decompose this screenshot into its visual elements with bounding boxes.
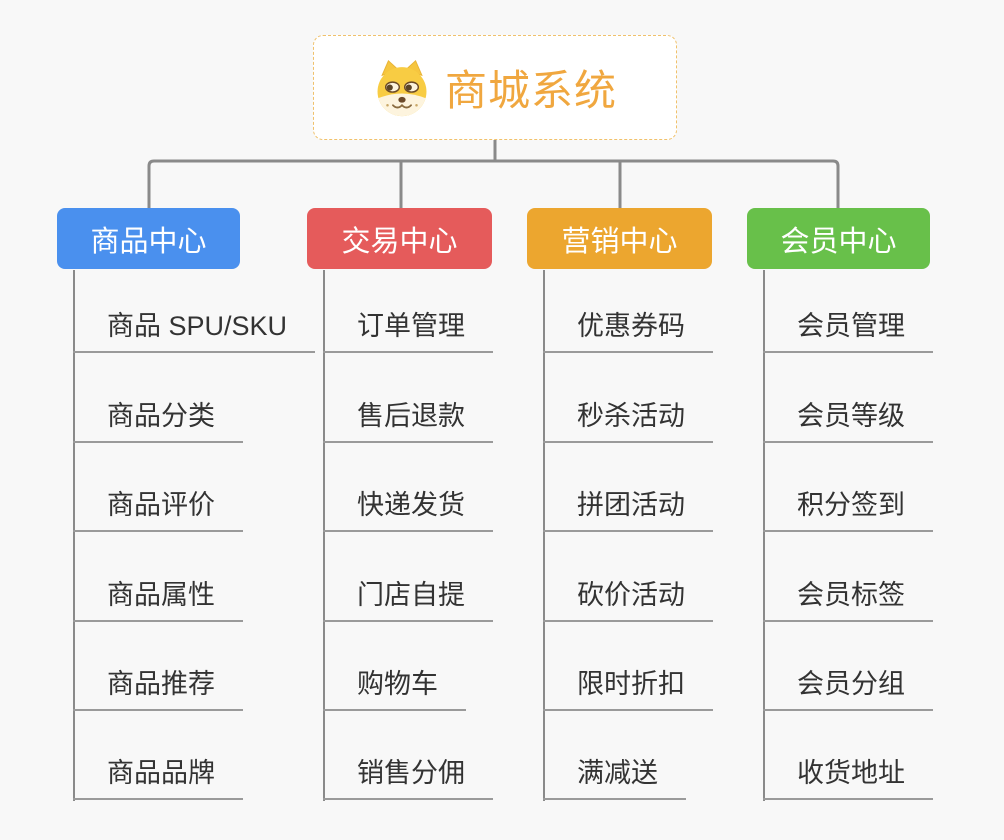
trunk-line	[73, 270, 75, 801]
leaf-node[interactable]: 优惠券码	[543, 309, 713, 353]
branch-label: 交易中心	[341, 225, 458, 258]
leaf-node[interactable]: 售后退款	[323, 399, 493, 443]
branch-node-member-center[interactable]: 会员中心	[747, 208, 930, 269]
branch-label: 营销中心	[561, 225, 678, 258]
branch-node-product-center[interactable]: 商品中心	[57, 208, 240, 269]
leaf-node[interactable]: 限时折扣	[543, 667, 713, 711]
leaf-node[interactable]: 商品分类	[73, 399, 243, 443]
root-node-mall-system[interactable]: 商城系统	[313, 35, 677, 140]
trunk-line	[763, 270, 765, 801]
trunk-line	[543, 270, 545, 801]
branch-label: 会员中心	[780, 225, 897, 258]
leaf-node[interactable]: 商品评价	[73, 488, 243, 532]
leaf-node[interactable]: 商品推荐	[73, 667, 243, 711]
leaf-node[interactable]: 快递发货	[323, 488, 493, 532]
leaf-node[interactable]: 商品 SPU/SKU	[73, 309, 316, 353]
leaf-node[interactable]: 积分签到	[763, 488, 933, 532]
root-node-title: 商城系统	[444, 67, 617, 114]
branch-node-trade-center[interactable]: 交易中心	[307, 208, 492, 269]
leaf-node[interactable]: 满减送	[543, 756, 686, 800]
leaf-column-marketing-center: 优惠券码 秒杀活动 拼团活动 砍价活动 限时折扣 满减送	[543, 270, 803, 810]
leaf-node[interactable]: 商品品牌	[73, 756, 243, 800]
trunk-line	[323, 270, 325, 801]
leaf-node[interactable]: 会员分组	[763, 667, 933, 711]
leaf-column-member-center: 会员管理 会员等级 积分签到 会员标签 会员分组 收货地址	[763, 270, 1004, 810]
leaf-node[interactable]: 销售分佣	[323, 756, 493, 800]
leaf-node[interactable]: 秒杀活动	[543, 399, 713, 443]
leaf-node[interactable]: 门店自提	[323, 578, 493, 622]
leaf-node[interactable]: 商品属性	[73, 578, 243, 622]
shiba-dog-icon	[377, 59, 427, 116]
leaf-node[interactable]: 会员标签	[763, 578, 933, 622]
leaf-node[interactable]: 订单管理	[323, 309, 493, 353]
leaf-column-trade-center: 订单管理 售后退款 快递发货 门店自提 购物车 销售分佣	[323, 270, 583, 810]
leaf-node[interactable]: 砍价活动	[543, 578, 713, 622]
leaf-node[interactable]: 购物车	[323, 667, 466, 711]
leaf-column-product-center: 商品 SPU/SKU 商品分类 商品评价 商品属性 商品推荐 商品品牌	[73, 270, 333, 810]
leaf-node[interactable]: 拼团活动	[543, 488, 713, 532]
branch-bus-line	[147, 159, 840, 208]
leaf-node[interactable]: 会员管理	[763, 309, 933, 353]
branch-node-marketing-center[interactable]: 营销中心	[527, 208, 712, 269]
leaf-node[interactable]: 收货地址	[763, 756, 933, 800]
leaf-node[interactable]: 会员等级	[763, 399, 933, 443]
branch-label: 商品中心	[90, 225, 207, 258]
